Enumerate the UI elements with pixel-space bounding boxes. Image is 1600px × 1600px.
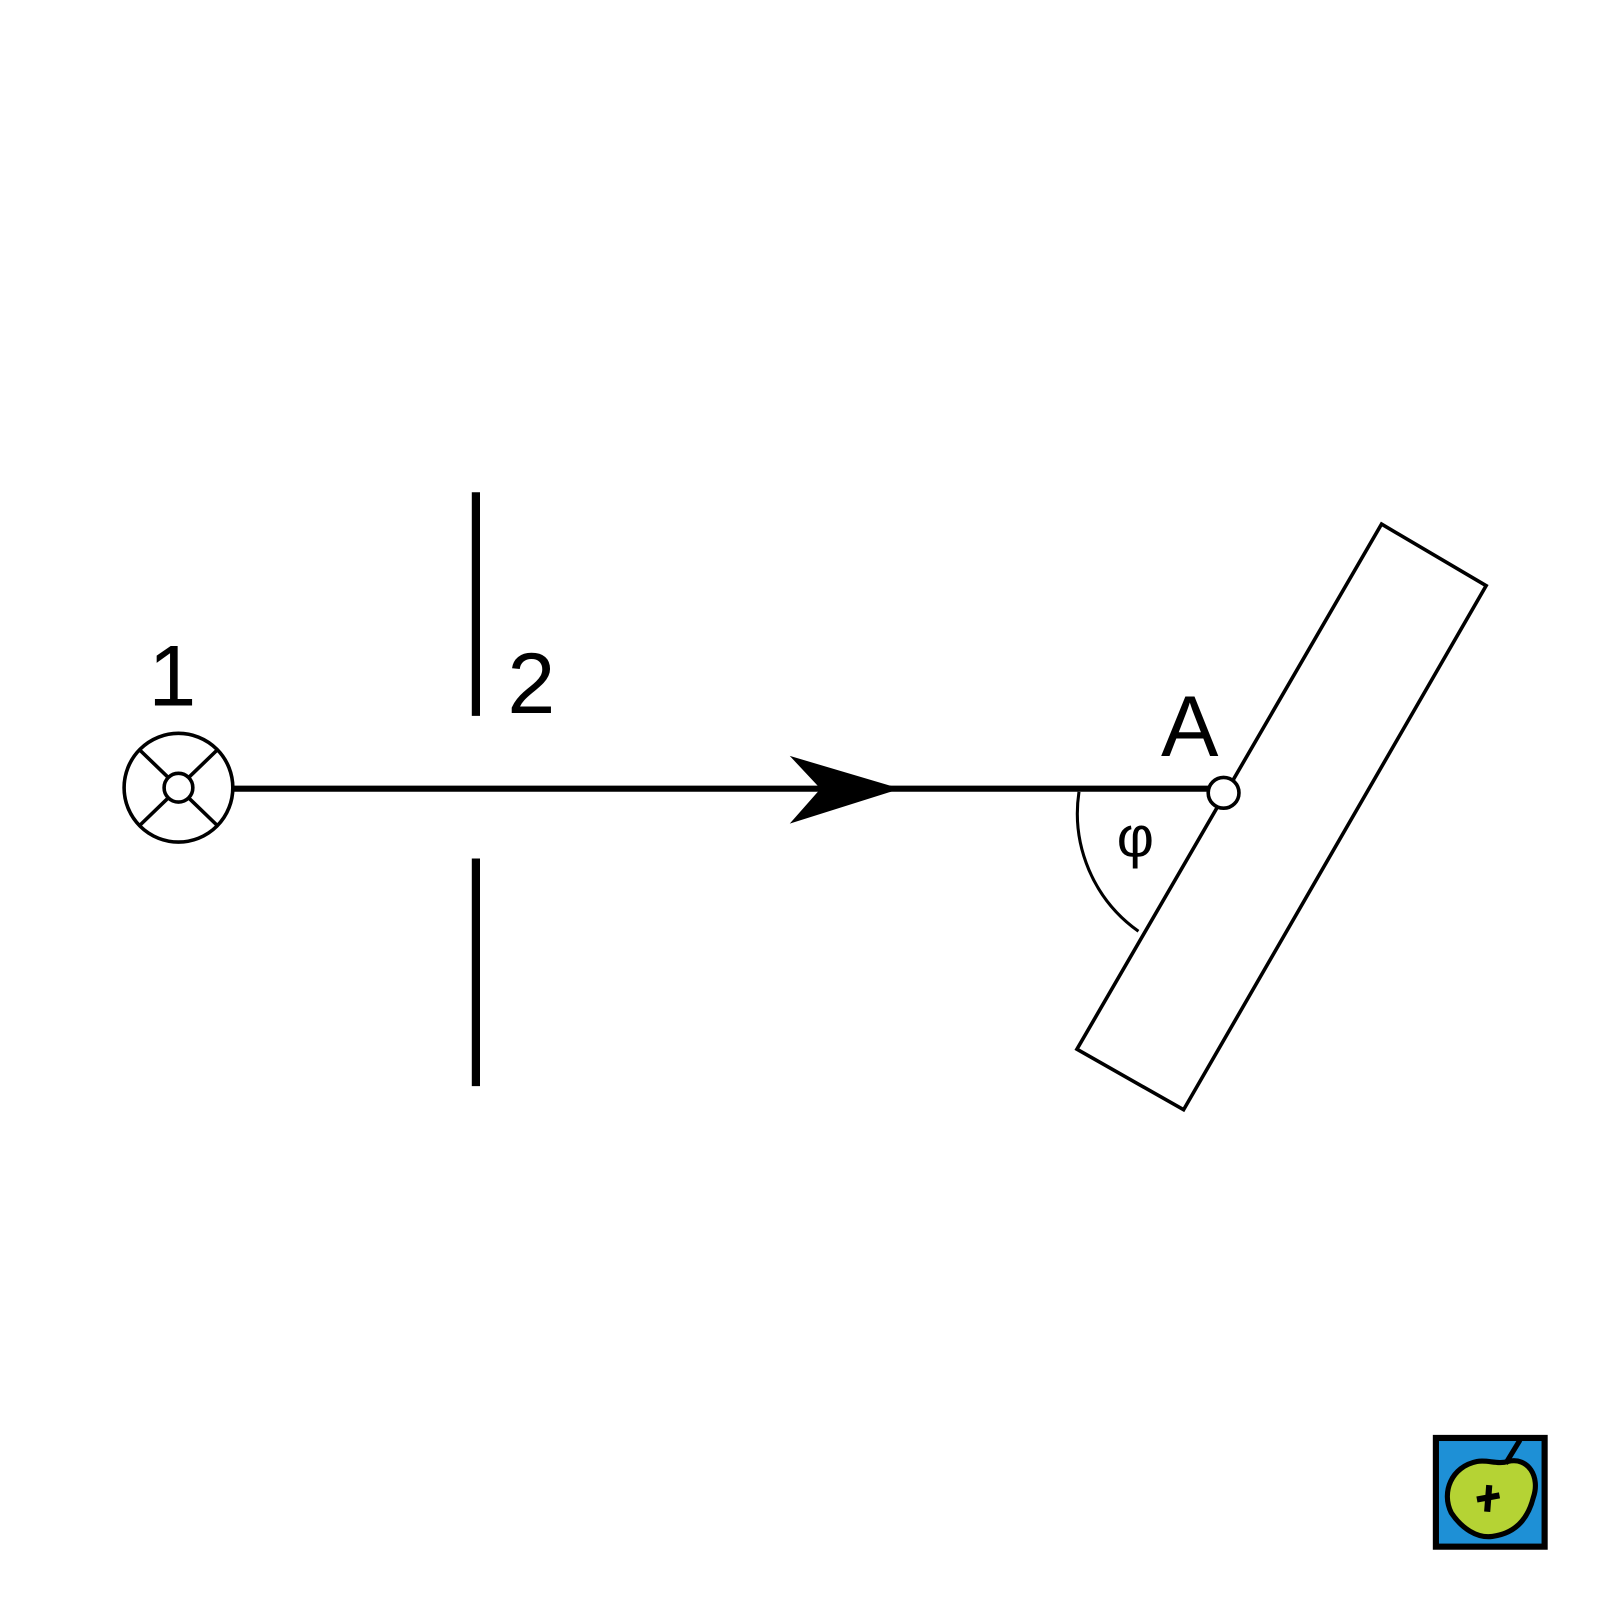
plate: [1074, 521, 1489, 1113]
label-slit: 2: [507, 636, 555, 732]
arrowhead-icon: [789, 755, 901, 824]
label-source: 1: [148, 629, 196, 725]
angle-arc: [1075, 791, 1140, 933]
apple-logo-icon: [1432, 1434, 1548, 1550]
label-angle: φ: [1117, 805, 1154, 869]
source-icon: [122, 731, 235, 844]
label-point-a: A: [1161, 679, 1219, 775]
point-a-marker: [1206, 775, 1241, 810]
